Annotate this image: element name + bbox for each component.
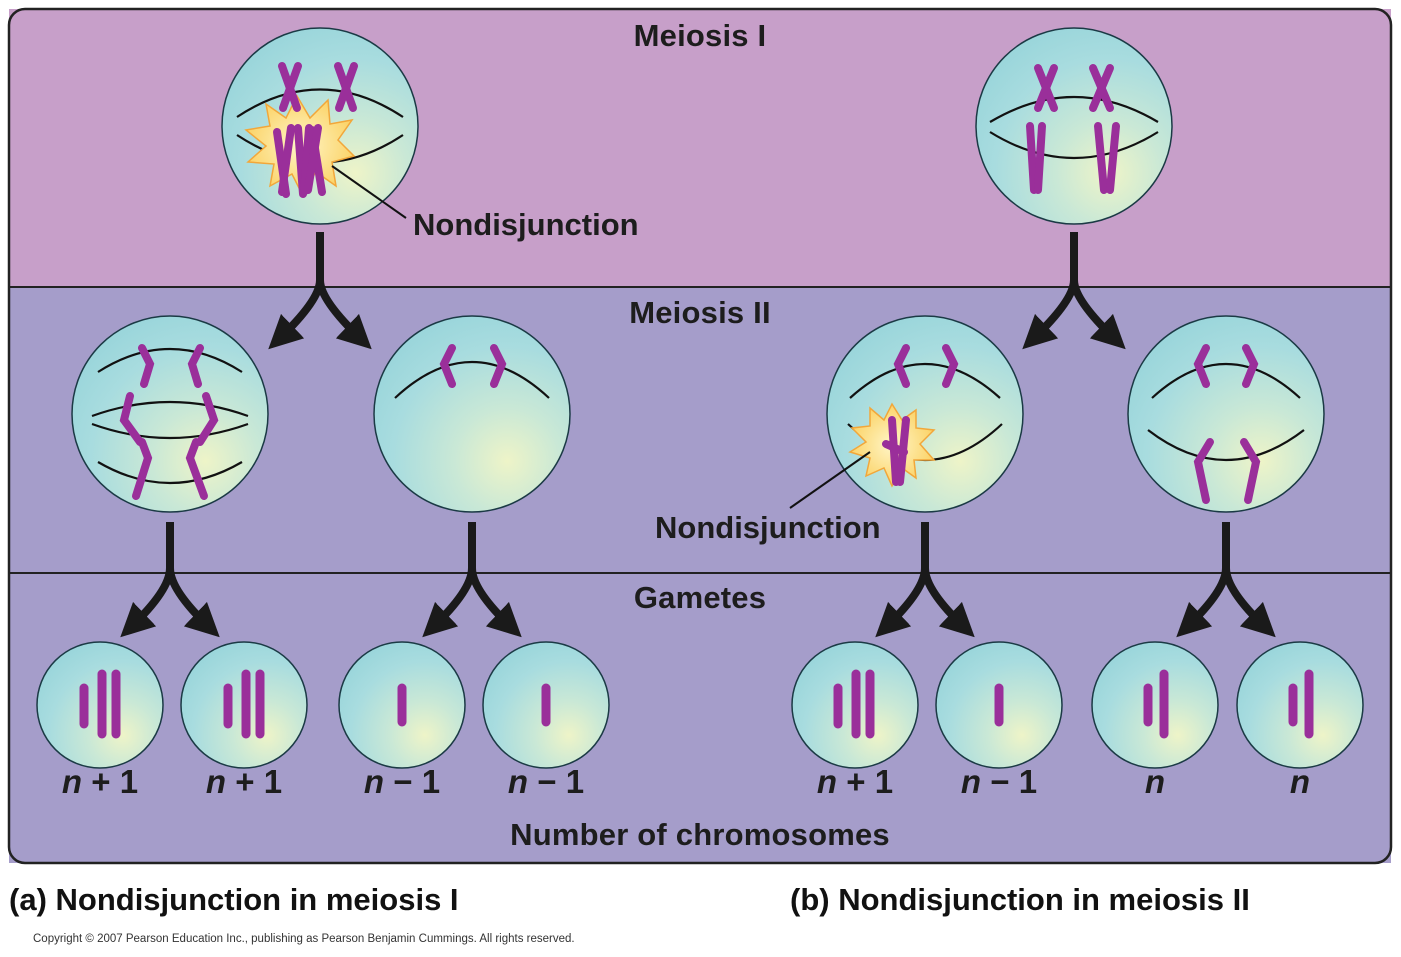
gametes-title: Gametes [634,580,766,615]
nondisjunction-label-a: Nondisjunction [413,207,639,242]
split-arrow-b2 [875,522,975,638]
count-b3: n [1145,763,1165,800]
count-a1: n + 1 [62,763,138,800]
gamete-a4 [482,641,610,769]
meiosis-2-cell-b2 [1127,315,1325,513]
gamete-b2 [935,641,1063,769]
nondisjunction-label-b: Nondisjunction [655,510,881,545]
gamete-b1 [791,641,919,769]
gamete-a3 [338,641,466,769]
split-arrow-b3 [1176,522,1276,638]
meiosis-2-cell-a1 [71,315,269,513]
meiosis-1-cell-b [975,27,1173,225]
caption-a: (a) Nondisjunction in meiosis I [9,882,459,917]
copyright-notice: Copyright © 2007 Pearson Education Inc.,… [33,933,575,945]
nondisjunction-diagram: Meiosis I Meiosis II Gametes Nondisjunct… [7,7,1393,865]
split-arrow-b1 [1022,232,1126,350]
caption-b: (b) Nondisjunction in meiosis II [790,882,1250,917]
split-arrow-a1 [268,232,372,350]
gamete-a1 [36,641,164,769]
meiosis-1-title: Meiosis I [634,18,767,53]
count-a3: n − 1 [364,763,440,800]
gamete-b4 [1236,641,1364,769]
number-of-chromosomes-label: Number of chromosomes [510,817,890,852]
count-b1: n + 1 [817,763,893,800]
split-arrow-a3 [422,522,522,638]
count-a2: n + 1 [206,763,282,800]
count-b4: n [1290,763,1310,800]
count-b2: n − 1 [961,763,1037,800]
gamete-a2 [180,641,308,769]
meiosis-2-cell-a2 [373,315,571,513]
meiosis-2-title: Meiosis II [629,295,771,330]
meiosis-2-cell-b1 [789,315,1024,513]
meiosis-1-cell-a [221,27,419,225]
count-a4: n − 1 [508,763,584,800]
diagram-frame [7,7,1393,865]
gamete-b3 [1091,641,1219,769]
split-arrow-a2 [120,522,220,638]
